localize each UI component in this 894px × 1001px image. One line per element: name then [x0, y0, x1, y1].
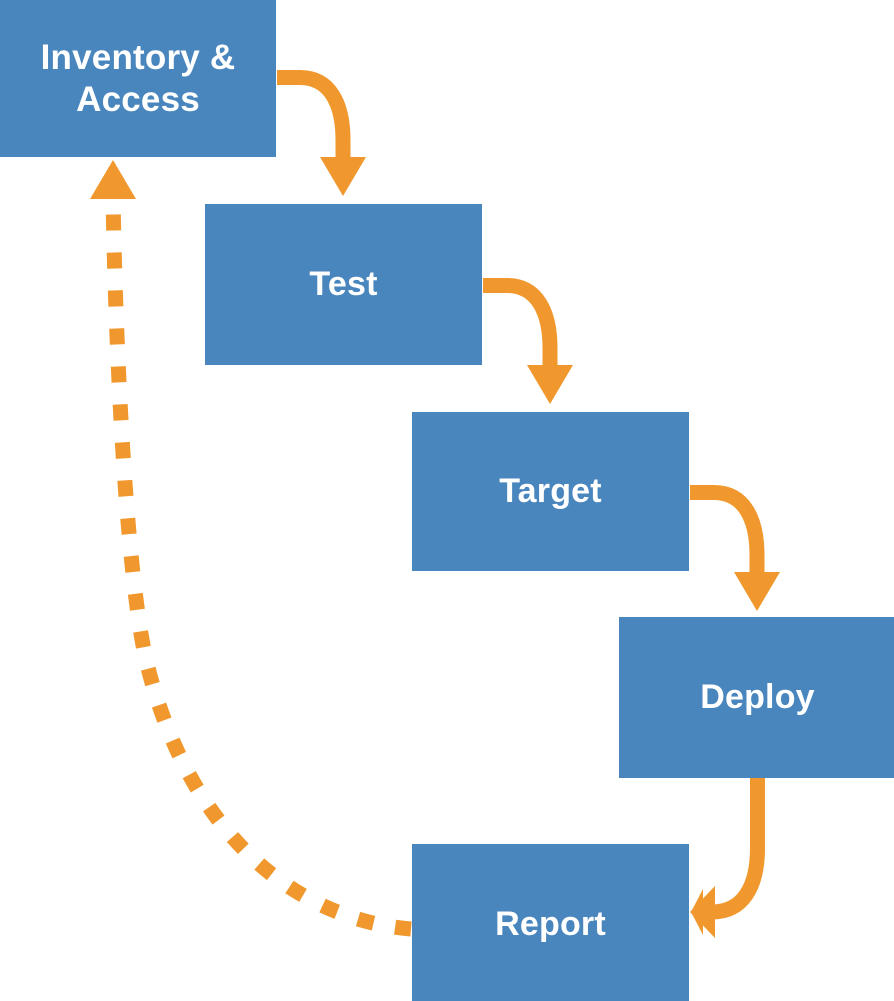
- connector-inventory-to-test: [277, 70, 366, 196]
- process-node-report[interactable]: Report: [412, 844, 689, 1001]
- process-node-deploy-label: Deploy: [700, 678, 815, 717]
- process-node-report-label: Report: [495, 905, 606, 944]
- connector-deploy-to-report-arrowhead-wing: [690, 886, 715, 938]
- connector-test-to-target-line: [483, 278, 558, 367]
- connector-report-to-inventory-line: [105, 195, 412, 937]
- connector-target-to-deploy: [690, 485, 780, 611]
- process-node-inventory-access-label: Inventory & Access: [40, 38, 236, 119]
- process-node-test[interactable]: Test: [205, 204, 482, 365]
- connector-target-to-deploy-line: [690, 485, 765, 574]
- connector-test-to-target-arrowhead: [527, 365, 573, 404]
- process-node-target-label: Target: [499, 472, 602, 511]
- process-node-deploy[interactable]: Deploy: [619, 617, 894, 778]
- connector-test-to-target: [483, 278, 573, 404]
- connector-report-to-inventory: [90, 160, 412, 937]
- process-node-inventory-access[interactable]: Inventory & Access: [0, 0, 276, 157]
- connector-inventory-to-test-line: [277, 70, 351, 159]
- process-node-target[interactable]: Target: [412, 412, 689, 571]
- connector-deploy-to-report-line: [700, 778, 765, 920]
- connector-inventory-to-test-arrowhead: [320, 157, 366, 196]
- connector-report-to-inventory-arrowhead: [90, 160, 136, 199]
- process-node-test-label: Test: [309, 265, 378, 304]
- connector-deploy-to-report: [690, 778, 765, 938]
- connector-target-to-deploy-arrowhead: [734, 572, 780, 611]
